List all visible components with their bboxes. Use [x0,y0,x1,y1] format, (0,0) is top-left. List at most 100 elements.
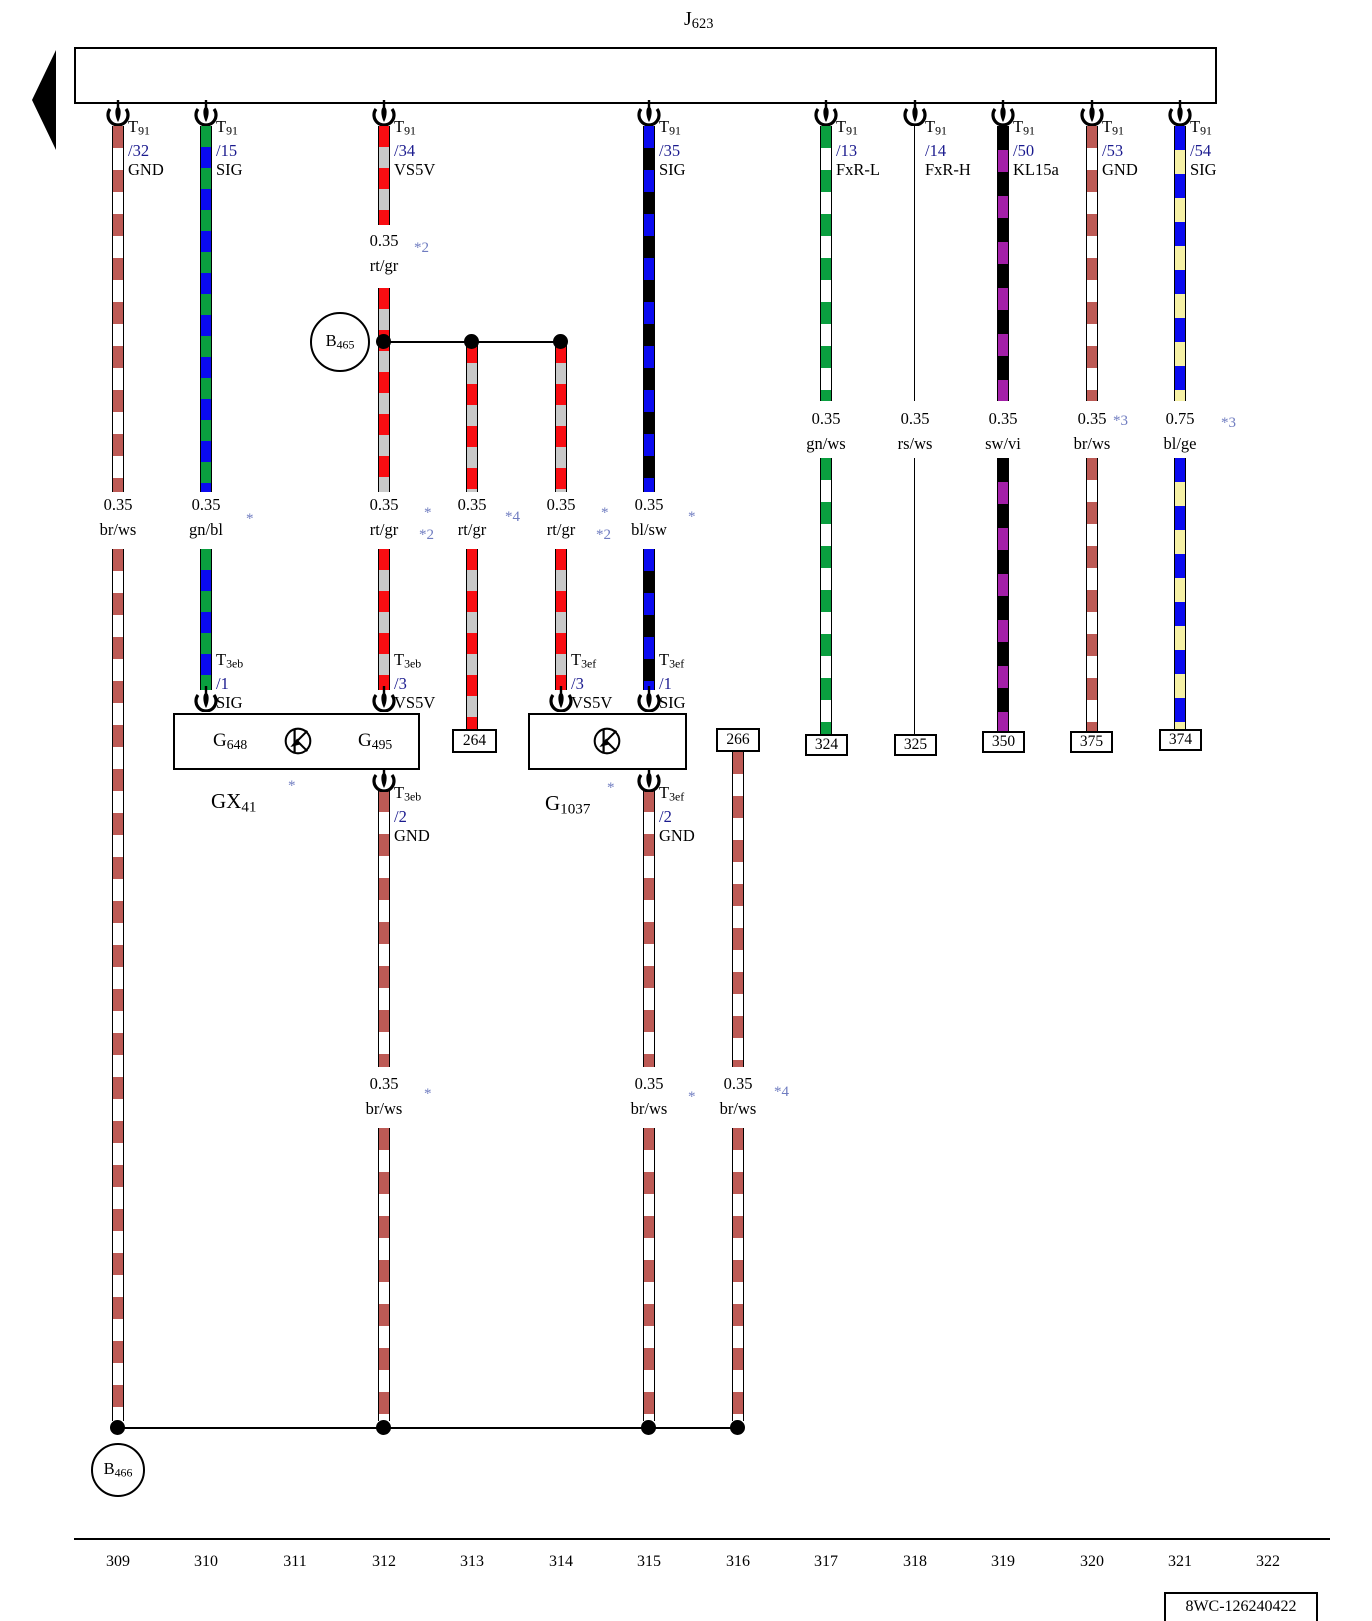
wire-321-blge [1174,126,1186,401]
track-number: 315 [637,1553,661,1570]
junction-line-b466 [118,1427,738,1429]
terminal-325: 325 [894,734,937,756]
wire-309-brws [112,126,124,492]
wire-312-rtgr [378,288,390,492]
wire-317-gnws [820,458,832,736]
junction-dot [553,334,568,349]
junction-dot [376,334,391,349]
wire-320-brws [1086,126,1098,401]
wire-310-gnbl [200,549,212,690]
footnote-marker: * [601,505,609,521]
terminal-266: 266 [716,728,760,752]
wire-315-blsw [643,126,655,492]
terminal-350: 350 [982,731,1025,753]
wire-317-gnws [820,126,832,401]
component-label-g1037: G1037 [545,791,591,818]
component-label-j623: J623 [684,8,714,33]
junction-dot [464,334,479,349]
wire-312-rtgr [378,126,390,225]
track-number: 316 [726,1553,750,1570]
track-number: 322 [1256,1553,1280,1570]
component-label-g495: G495 [358,730,393,752]
wire-315-blsw [643,549,655,690]
track-number: 317 [814,1553,838,1570]
footnote-marker: * [607,780,615,796]
terminal-375: 375 [1070,731,1113,753]
wire-321-blge [1174,458,1186,731]
connector-pin-icon [1080,100,1104,126]
connector-pin-icon [637,686,661,712]
bus-bar-j623 [74,47,1217,104]
footnote-marker: *2 [419,527,434,543]
connector-pin-icon [903,100,927,126]
junction-b465: B465 [310,312,370,372]
track-number: 312 [372,1553,396,1570]
wire-318-rsws [914,126,915,401]
footnote-marker: *3 [1113,413,1128,429]
footer-divider [74,1538,1330,1540]
track-number: 318 [903,1553,927,1570]
connector-pin-icon [194,100,218,126]
junction-b466: B466 [91,1443,145,1497]
footnote-marker: *2 [596,527,611,543]
wire-319-swvi [997,458,1009,733]
bus-continuation-arrow-icon [32,50,56,150]
knock-sensor-icon [593,727,621,755]
wire-312-rtgr [378,549,390,690]
footnote-marker: *4 [774,1084,789,1100]
knock-sensor-icon [284,727,312,755]
terminal-324: 324 [805,734,848,756]
track-number: 310 [194,1553,218,1570]
wire-318-rsws [914,458,915,736]
footnote-marker: * [288,778,296,794]
wire-312-brws [378,1128,390,1421]
wire-320-brws [1086,458,1098,734]
footnote-marker: * [688,1089,696,1105]
connector-pin-icon [991,100,1015,126]
wire-310-gnbl [200,126,212,492]
junction-dot [110,1420,125,1435]
junction-dot [641,1420,656,1435]
track-number: 313 [460,1553,484,1570]
wire-316-brws [732,752,744,1067]
wire-319-swvi [997,126,1009,401]
terminal-374: 374 [1159,729,1202,751]
connector-pin-icon [1168,100,1192,126]
footnote-marker: *2 [414,240,429,256]
track-number: 319 [991,1553,1015,1570]
footnote-marker: * [688,509,696,525]
component-label-gx41: GX41 [211,789,257,816]
footnote-marker: * [424,505,432,521]
track-number: 321 [1168,1553,1192,1570]
connector-pin-icon [637,100,661,126]
connector-pin-icon [106,100,130,126]
connector-pin-icon [372,100,396,126]
connector-pin-icon [814,100,838,126]
junction-dot [376,1420,391,1435]
wire-316-brws [732,1128,744,1421]
wire-309-brws [112,549,124,1421]
connector-pin-icon [549,686,573,712]
